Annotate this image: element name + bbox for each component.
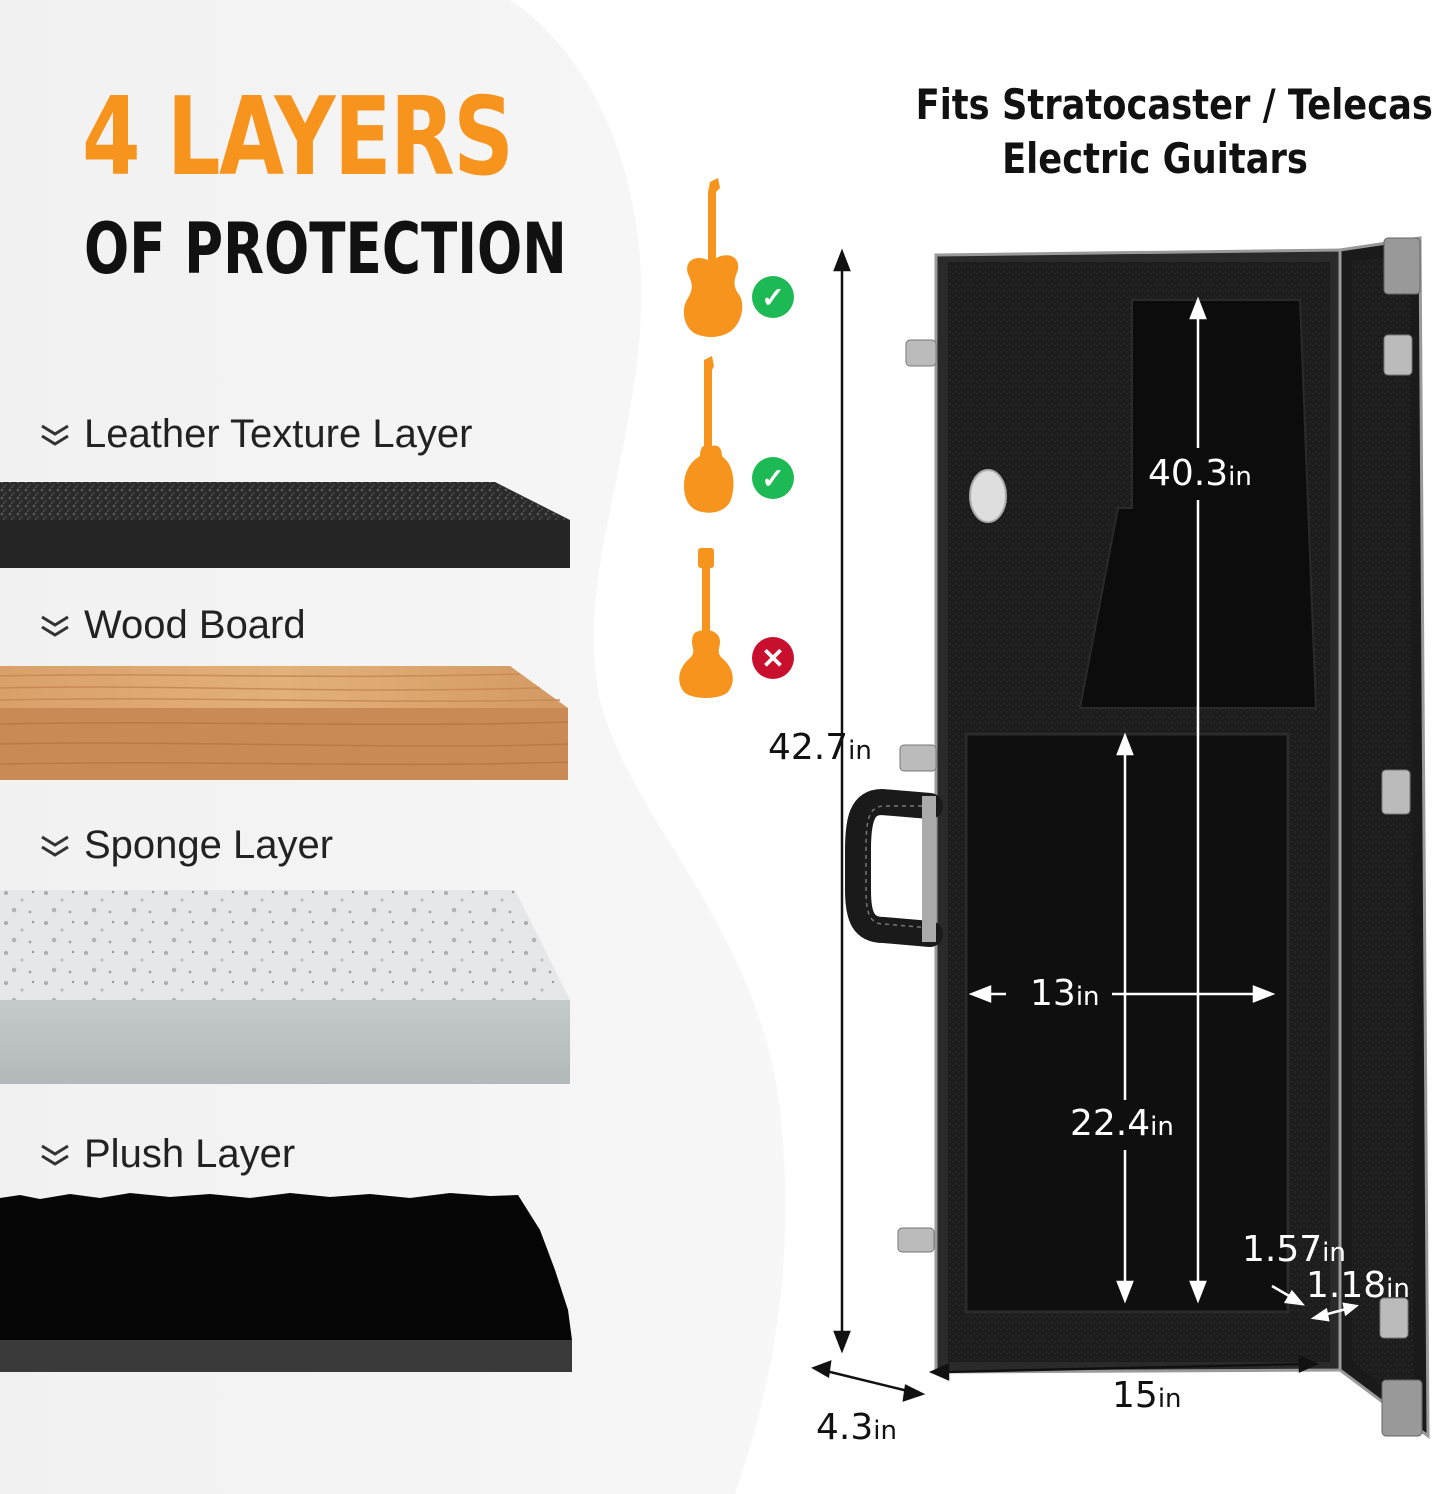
dimension-body-width: 13in (1030, 973, 1100, 1014)
les-paul-guitar-icon (679, 548, 733, 698)
chevron-down-icon (41, 1144, 69, 1166)
dimension-body-length: 22.4in (1070, 1103, 1174, 1144)
headline-protection: OF PROTECTION (84, 208, 567, 290)
layer-label-leather: Leather Texture Layer (38, 412, 472, 457)
leather-layer-slab (0, 482, 570, 568)
compatibility-heading: Fits Stratocaster / Telecaster Electric … (915, 78, 1433, 186)
sponge-layer-slab (0, 890, 570, 1084)
chevron-down-icon (41, 424, 69, 446)
chevron-down-icon (41, 615, 69, 637)
stratocaster-guitar-icon (683, 178, 743, 337)
plush-layer-slab (0, 1193, 572, 1372)
compatible-check-icon: ✓ (752, 457, 794, 499)
incompatible-x-icon: ✕ (752, 637, 794, 679)
dimension-case-depth: 4.3in (816, 1407, 897, 1448)
layer-label-wood: Wood Board (38, 603, 306, 648)
layer-label-text: Plush Layer (84, 1132, 296, 1176)
dimension-total-length: 42.7in (768, 727, 872, 768)
compatible-check-icon: ✓ (752, 276, 794, 318)
dimension-case-width: 15in (1112, 1375, 1182, 1416)
layer-label-sponge: Sponge Layer (38, 823, 333, 868)
headline-layers: 4 LAYERS (82, 75, 514, 200)
dimension-wall-2: 1.18in (1306, 1265, 1410, 1306)
layer-label-text: Wood Board (84, 603, 306, 647)
layer-label-plush: Plush Layer (38, 1132, 295, 1177)
chevron-down-icon (41, 835, 69, 857)
layer-label-text: Leather Texture Layer (84, 412, 473, 456)
layer-label-text: Sponge Layer (84, 823, 334, 867)
telecaster-guitar-icon (684, 356, 734, 513)
dimension-neck-length: 40.3in (1148, 453, 1252, 494)
compatibility-line-2: Electric Guitars (1002, 134, 1308, 183)
wood-board-slab (0, 666, 569, 780)
dimension-wall-1: 1.57in (1242, 1229, 1346, 1270)
compatibility-line-1: Fits Stratocaster / Telecaster (915, 80, 1433, 129)
